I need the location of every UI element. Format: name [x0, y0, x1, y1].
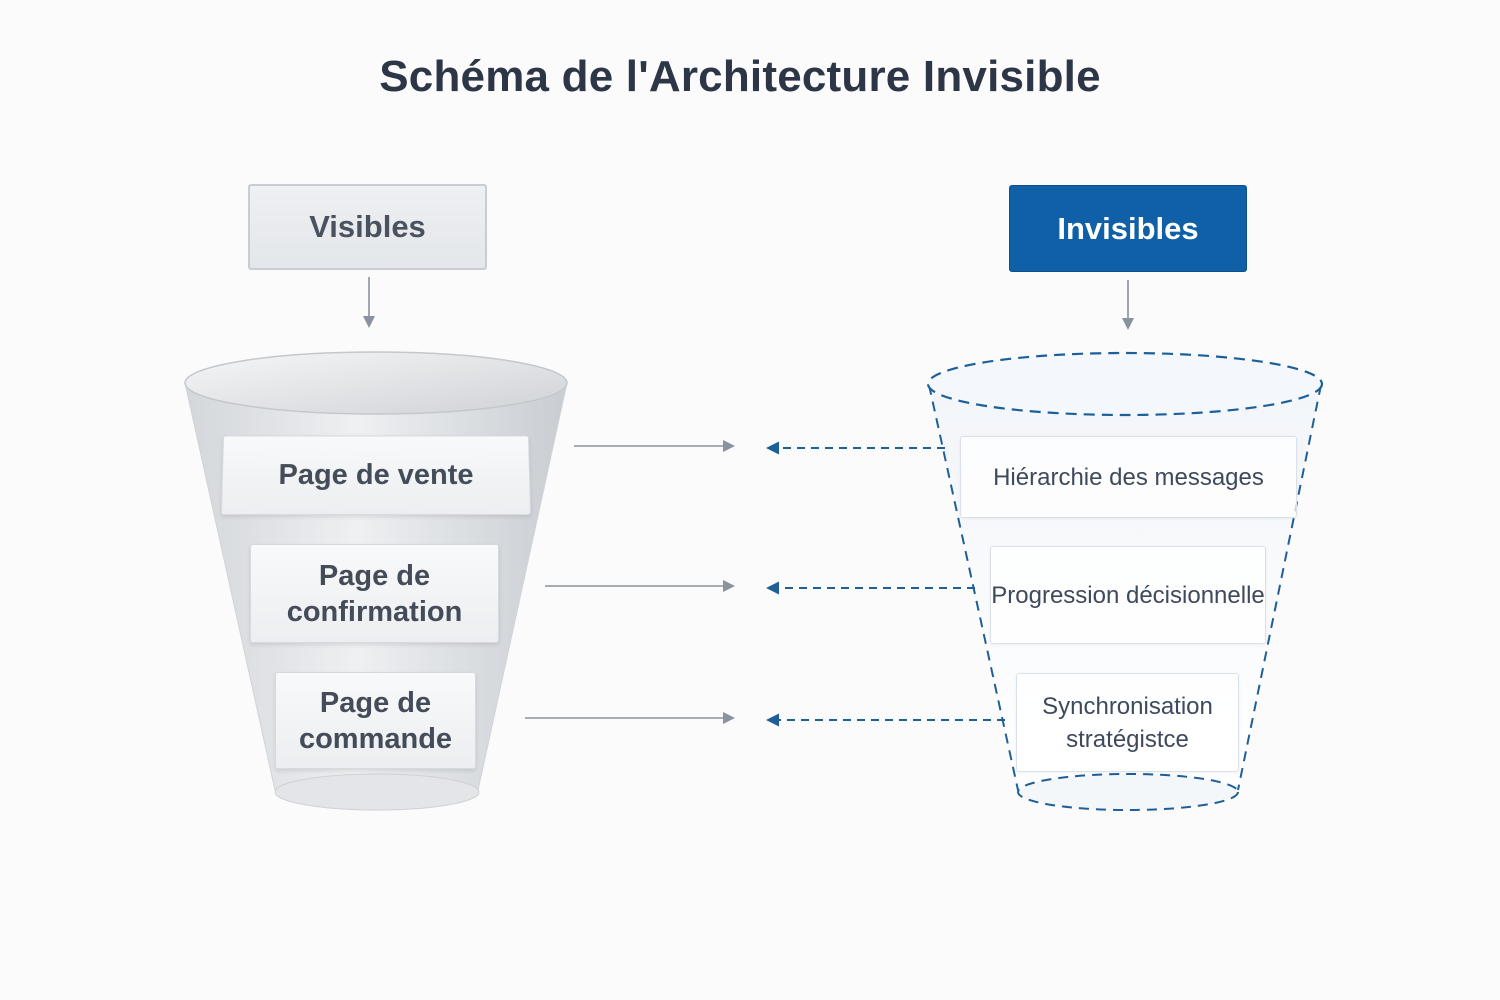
invisible-card-3: Synchronisation stratégistce	[1016, 673, 1239, 772]
visible-card-1: Page de vente	[220, 435, 532, 516]
visible-card-3: Page de commande	[275, 672, 476, 769]
invisible-header-box: Invisibles	[1009, 185, 1247, 272]
visible-header-box: Visibles	[248, 184, 487, 270]
diagram-title: Schéma de l'Architecture Invisible	[379, 52, 1101, 101]
invisible-card-2: Progression décisionnelle	[990, 546, 1266, 644]
visible-card-2: Page de confirmation	[250, 544, 499, 643]
invisible-card-1: Hiérarchie des messages	[960, 436, 1297, 518]
